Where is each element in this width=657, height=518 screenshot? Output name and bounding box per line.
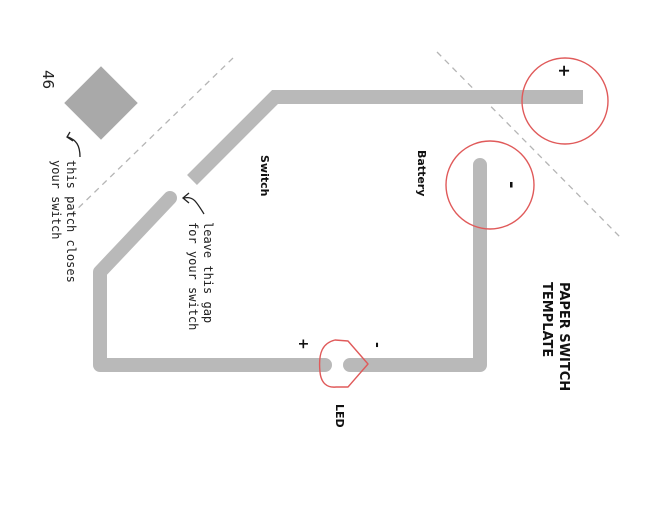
patch-note-line-2: your switch: [49, 160, 63, 240]
led-minus-sign: -: [369, 342, 385, 348]
title-line-2: TEMPLATE: [539, 282, 554, 358]
patch-arrow-icon: [67, 136, 81, 158]
gap-note-line-2: for your switch: [186, 222, 200, 331]
switch-label: Switch: [258, 155, 271, 197]
gap-arrow-icon: [183, 196, 205, 215]
led-outline: [318, 339, 369, 388]
gap-note-line-1: leave this gap: [201, 222, 215, 324]
led-plus-sign: +: [295, 338, 311, 350]
gap-note: leave this gap for your switch: [185, 222, 215, 330]
battery-minus-circle: [445, 140, 535, 230]
patch-arrow-head-icon: [66, 131, 74, 142]
dashed-guide-right: [436, 51, 621, 238]
title-line-1: PAPER SWITCH: [556, 282, 571, 392]
page-number: 46: [39, 70, 57, 90]
page-title: PAPER SWITCH TEMPLATE: [538, 282, 572, 391]
patch-note: this patch closes your switch: [48, 160, 78, 283]
trace-left: [93, 191, 332, 372]
battery-minus-sign: -: [501, 181, 522, 189]
battery-plus-sign: +: [555, 64, 574, 78]
battery-label: Battery: [415, 150, 428, 197]
dashed-guide-left: [67, 57, 234, 219]
led-label: LED: [333, 404, 346, 428]
gap-arrow-head-icon: [181, 192, 190, 204]
battery-plus-circle: [521, 57, 609, 145]
patch-note-line-1: this patch closes: [64, 160, 78, 283]
trace-top: [187, 90, 583, 185]
switch-patch: [64, 66, 138, 140]
trace-right: [343, 158, 487, 372]
